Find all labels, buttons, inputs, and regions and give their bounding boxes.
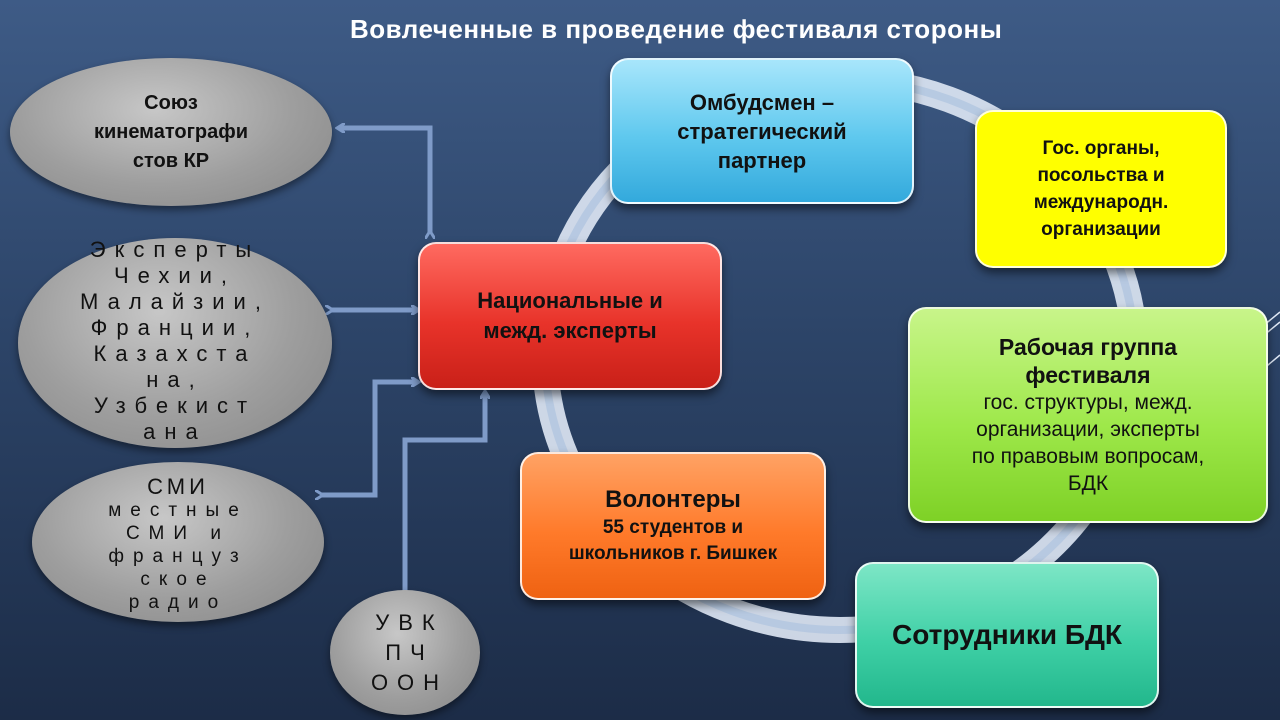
media-line: француз <box>108 545 248 567</box>
ombudsman-line: стратегический <box>677 118 847 144</box>
media-title: СМИ <box>147 473 209 499</box>
arrow-uvk-center <box>405 392 485 590</box>
volunteers-title: Волонтеры <box>605 486 741 513</box>
experts-line: ана <box>143 419 207 444</box>
node-ombudsman: Омбудсмен – стратегический партнер <box>610 58 914 204</box>
center-line: межд. эксперты <box>483 318 657 343</box>
gov-line: международн. <box>1033 192 1169 213</box>
media-line: ское <box>140 568 216 590</box>
node-bdk-staff: Сотрудники БДК <box>855 562 1159 708</box>
experts-line: Узбекист <box>93 393 257 418</box>
node-media: СМИ местные СМИ и француз ское радио <box>32 462 324 622</box>
slide-title: Вовлеченные в проведение фестиваля сторо… <box>350 14 1003 44</box>
union-line: кинематографи <box>93 120 249 143</box>
experts-line: Франции, <box>90 315 260 340</box>
ombudsman-line: партнер <box>717 147 807 173</box>
working-group-title: фестиваля <box>1025 362 1151 388</box>
arrow-media-center <box>322 382 418 495</box>
node-volunteers: Волонтеры 55 студентов и школьников г. Б… <box>520 452 826 600</box>
working-group-line: БДК <box>1067 472 1109 495</box>
experts-line: Малайзии, <box>80 289 270 314</box>
bdk-staff-label: Сотрудники БДК <box>891 619 1122 650</box>
experts-line: на, <box>146 367 204 392</box>
arrow-union-center <box>338 128 430 232</box>
uvk-line: ООН <box>370 669 449 695</box>
ombudsman-line: Омбудсмен – <box>689 89 835 115</box>
working-group-line: гос. структуры, межд. <box>983 391 1193 414</box>
volunteers-line: 55 студентов и <box>602 517 744 538</box>
experts-line: Эксперты <box>89 237 261 262</box>
node-working-group: Рабочая группа фестиваля гос. структуры,… <box>908 307 1268 523</box>
gov-line: Гос. органы, <box>1042 138 1160 159</box>
experts-line: Чехии, <box>113 263 237 288</box>
working-group-line: по правовым вопросам, <box>971 445 1205 468</box>
node-uvk: УВК ПЧ ООН <box>330 590 480 715</box>
union-line: стов КР <box>132 149 210 172</box>
gov-line: организации <box>1041 219 1161 240</box>
media-line: радио <box>128 591 228 613</box>
node-foreign-experts: Эксперты Чехии, Малайзии, Франции, Казах… <box>18 237 332 448</box>
union-line: Союз <box>144 91 198 114</box>
node-union: Союз кинематографи стов КР <box>10 58 332 206</box>
working-group-title: Рабочая группа <box>998 334 1178 360</box>
media-line: СМИ и <box>126 522 230 544</box>
uvk-line: ПЧ <box>385 639 434 665</box>
node-gov-orgs: Гос. органы, посольства и международн. о… <box>975 110 1227 268</box>
center-line: Национальные и <box>477 288 663 313</box>
media-line: местные <box>108 499 248 521</box>
uvk-line: УВК <box>375 609 444 635</box>
experts-line: Казахста <box>93 341 257 366</box>
node-national-experts: Национальные и межд. эксперты <box>418 242 722 390</box>
gov-line: посольства и <box>1037 165 1165 186</box>
working-group-line: организации, эксперты <box>976 418 1200 441</box>
volunteers-line: школьников г. Бишкек <box>568 543 778 564</box>
